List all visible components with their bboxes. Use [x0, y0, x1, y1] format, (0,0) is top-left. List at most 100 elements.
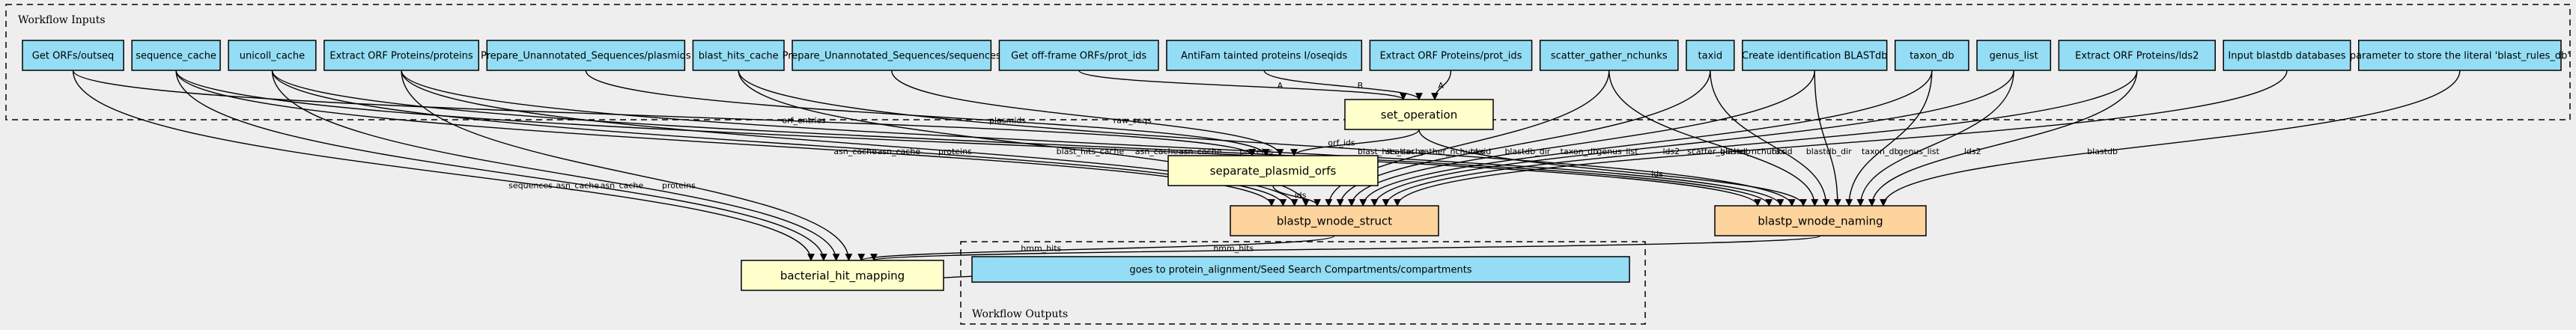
input-node-taxondb-label: taxon_db: [1910, 51, 1954, 62]
output-node-out: goes to protein_alignment/Seed Search Co…: [971, 256, 1630, 283]
edge-label-literal-to-naming: blastdb: [2087, 147, 2118, 156]
edge-createdb-to-naming: [1814, 70, 1841, 207]
edge-label-inputdb-to-struct: blastdb: [1720, 147, 1751, 156]
edge-offframe-to-set_operation: [1078, 70, 1407, 100]
edge-label-sgn-to-naming: scatter_gather_nchunks: [1687, 147, 1786, 156]
input-node-plasmids-label: Prepare_Unannotated_Sequences/plasmids: [481, 51, 691, 62]
edge-label-outseq-to-mapping: sequences: [508, 180, 553, 190]
edge-label-set_operation-to-naming: ids: [1651, 169, 1663, 179]
edge-inputdb-to-struct: [1394, 70, 2288, 207]
edge-set_operation-to-separate: [1290, 129, 1420, 156]
edge-label-unicoll-to-mapping: asn_cache: [601, 180, 644, 190]
edge-label-taxid-to-naming: taxid: [1772, 147, 1793, 156]
step-node-separate: separate_plasmid_orfs: [1167, 155, 1379, 186]
edge-label-naming-to-mapping: hmm_hits: [1213, 243, 1254, 253]
input-node-antifam-box: [1166, 40, 1363, 71]
input-node-taxondb-box: [1894, 40, 1969, 71]
input-node-orfprot: Extract ORF Proteins/proteins: [323, 40, 479, 71]
edge-unicoll-to-naming: [271, 70, 1772, 207]
input-node-taxondb: taxon_db: [1894, 40, 1969, 71]
input-node-plasmids-box: [486, 40, 686, 71]
edge-orfprot-to-mapping: [401, 70, 853, 261]
input-node-literal: parameter to store the literal 'blast_ru…: [2350, 40, 2570, 71]
edge-label-taxid-to-struct: taxid: [1471, 147, 1492, 156]
edge-label-genus-to-naming: genus_list: [1898, 147, 1940, 156]
input-node-genus-box: [1976, 40, 2052, 71]
edge-label-sgn-to-struct: scatter_gather_nchunks: [1386, 147, 1485, 156]
edge-label-set_operation-to-separate: orf_ids: [1328, 138, 1355, 148]
output-node-out-label: goes to protein_alignment/Seed Search Co…: [1129, 265, 1471, 276]
input-node-orfprotids-box: [1369, 40, 1533, 71]
input-node-bhcache: blast_hits_cache: [692, 40, 785, 71]
edge-seqcache-to-mapping: [175, 70, 827, 261]
step-node-mapping-label: bacterial_hit_mapping: [780, 269, 905, 284]
workflow-outputs-label: Workflow Outputs: [972, 308, 1068, 320]
edge-unseqs-to-separate: [891, 70, 1284, 156]
input-node-seqcache-label: sequence_cache: [136, 51, 216, 62]
edge-lds2-to-struct: [1382, 70, 2138, 207]
edge-bhcache-to-naming: [738, 70, 1796, 207]
input-node-antifam: AntiFam tainted proteins I/oseqids: [1166, 40, 1363, 71]
input-node-orfprot-label: Extract ORF Proteins/proteins: [329, 51, 473, 62]
edge-label-createdb-to-struct: blastdb_dir: [1504, 147, 1550, 156]
input-node-inputdb-label: Input blastdb databases: [2228, 51, 2345, 62]
workflow-inputs-label: Workflow Inputs: [18, 14, 106, 26]
input-node-unseqs-label: Prepare_Unannotated_Sequences/sequences: [783, 51, 1001, 62]
edge-genus-to-naming: [1856, 70, 2014, 207]
input-node-sgn: scatter_gather_nchunks: [1539, 40, 1679, 71]
edge-label-taxondb-to-struct: taxon_db: [1561, 147, 1598, 156]
input-node-orfprot-box: [323, 40, 479, 71]
input-node-lds2-box: [2058, 40, 2216, 71]
workflow-outputs-cluster: [960, 241, 1646, 325]
edge-label-struct-to-mapping: hmm_hits: [1021, 243, 1061, 253]
input-node-createdb: Create identification BLASTdb: [1742, 40, 1888, 71]
workflow-inputs-cluster: [5, 4, 2571, 120]
step-node-naming: blastp_wnode_naming: [1714, 205, 1927, 236]
step-node-naming-label: blastp_wnode_naming: [1758, 215, 1883, 229]
edge-literal-to-naming: [1880, 70, 2461, 207]
edge-label-lds2-to-struct: lds2: [1662, 147, 1680, 156]
edge-orfprot-to-naming: [401, 70, 1784, 207]
input-node-inputdb: Input blastdb databases: [2223, 40, 2351, 71]
input-node-sgn-label: scatter_gather_nchunks: [1551, 51, 1668, 62]
step-node-separate-box: [1167, 155, 1379, 186]
edge-label-offframe-to-set_operation: A: [1278, 81, 1284, 91]
input-node-unseqs-box: [792, 40, 992, 71]
edge-label-seqcache-to-struct: asn_cache: [833, 147, 877, 156]
edge-taxondb-to-struct: [1359, 70, 1933, 207]
edge-label-bhcache-to-struct: blast_hits_cache: [1057, 147, 1125, 156]
step-node-set_operation-label: set_operation: [1381, 109, 1457, 123]
edge-plasmids-to-separate: [585, 70, 1270, 156]
input-node-offframe-label: Get off-frame ORFs/prot_ids: [1011, 51, 1146, 62]
input-node-sgn-box: [1539, 40, 1679, 71]
edge-label-createdb-to-naming: blastdb_dir: [1806, 147, 1852, 156]
edge-outseq-to-mapping: [72, 70, 815, 261]
input-node-unicoll: unicoll_cache: [228, 40, 317, 71]
edge-label-separate-to-struct: ids: [1295, 191, 1307, 201]
edge-separate-to-struct: [1272, 185, 1321, 207]
input-node-seqcache: sequence_cache: [131, 40, 221, 71]
edge-label-genus-to-struct: genus_list: [1597, 147, 1638, 156]
input-node-bhcache-label: blast_hits_cache: [699, 51, 779, 62]
input-node-literal-box: [2358, 40, 2562, 71]
input-node-unicoll-label: unicoll_cache: [240, 51, 305, 62]
edge-label-orfprot-to-naming: proteins: [1239, 147, 1273, 156]
input-node-taxid: taxid: [1686, 40, 1735, 71]
edge-label-outseq-to-separate: orf_entries: [782, 116, 826, 126]
input-node-literal-label: parameter to store the literal 'blast_ru…: [2350, 51, 2570, 62]
input-node-seqcache-box: [131, 40, 221, 71]
input-node-bhcache-box: [692, 40, 785, 71]
edge-label-unseqs-to-separate: raw_seqs: [1114, 116, 1152, 126]
edge-seqcache-to-struct: [175, 70, 1275, 207]
step-node-set_operation-box: [1344, 99, 1494, 130]
edge-label-orfprotids-to-set_operation: A: [1438, 81, 1444, 91]
edge-label-seqcache-to-naming: asn_cache: [1135, 147, 1179, 156]
edge-taxondb-to-naming: [1845, 70, 1933, 207]
edge-label-orfprot-to-struct: proteins: [938, 147, 972, 156]
edge-set_operation-to-naming: [1418, 129, 1807, 207]
edge-taxid-to-struct: [1336, 70, 1711, 207]
input-node-taxid-label: taxid: [1698, 51, 1723, 62]
edge-antifam-to-set_operation: [1263, 70, 1423, 100]
step-node-struct: blastp_wnode_struct: [1230, 205, 1439, 236]
